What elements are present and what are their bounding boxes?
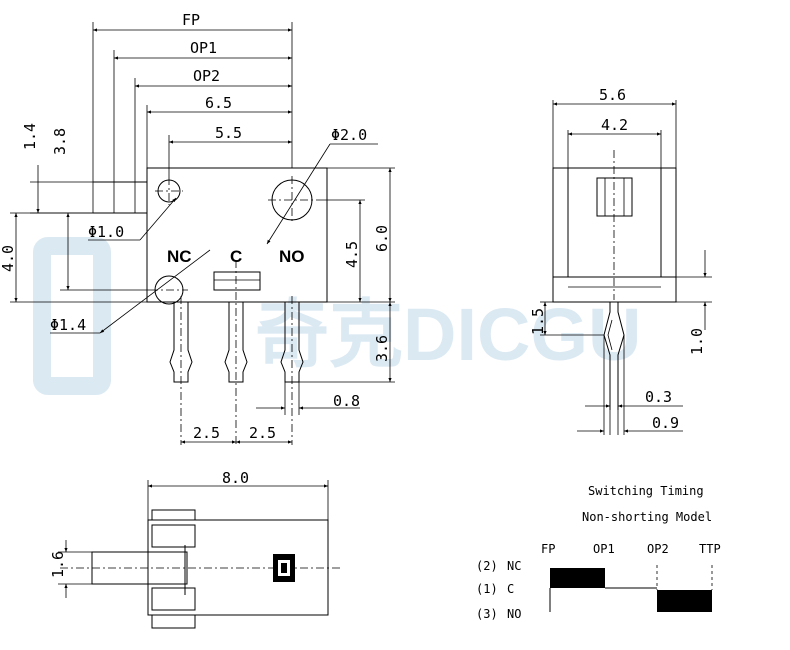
terminal-nc xyxy=(169,296,193,445)
terminal-c xyxy=(224,260,248,445)
pin-label-nc: NC xyxy=(167,247,192,266)
phi-1-0-label: Φ1.0 xyxy=(88,223,124,241)
dim-6-0-label: 6.0 xyxy=(373,225,391,252)
dim-0-9-label: 0.9 xyxy=(652,414,679,432)
watermark-text: 奇克DICGU xyxy=(255,293,641,376)
timing-row-num-no: (3) xyxy=(476,607,498,621)
terminal-no xyxy=(280,296,304,445)
dim-op2-label: OP2 xyxy=(193,67,220,85)
dim-4-2-label: 4.2 xyxy=(601,116,628,134)
timing-col-op2: OP2 xyxy=(647,542,669,556)
side-body-outline xyxy=(552,167,677,303)
dim-2-5b-label: 2.5 xyxy=(249,424,276,442)
dim-0-3-label: 0.3 xyxy=(645,388,672,406)
pin-label-c: C xyxy=(230,247,242,266)
phi-2-0-label: Φ2.0 xyxy=(331,126,367,144)
switching-timing: Switching Timing Non-shorting Model FP O… xyxy=(476,484,721,621)
dim-1-5-label: 1.5 xyxy=(529,308,547,335)
bottom-view: 8.0 1.6 xyxy=(49,469,340,629)
timing-col-ttp: TTP xyxy=(699,542,721,556)
timing-subtitle: Non-shorting Model xyxy=(582,510,712,524)
timing-col-op1: OP1 xyxy=(593,542,615,556)
dim-6-5-label: 6.5 xyxy=(205,94,232,112)
timing-bar-no xyxy=(657,590,712,612)
bottom-body-outline xyxy=(147,519,329,616)
dim-1-4-label: 1.4 xyxy=(21,123,39,150)
timing-title: Switching Timing xyxy=(588,484,704,498)
dim-4-0-label: 4.0 xyxy=(0,245,17,272)
dim-op1-label: OP1 xyxy=(190,39,217,57)
dim-5-6-label: 5.6 xyxy=(599,86,626,104)
dim-1-0-label: 1.0 xyxy=(688,328,706,355)
watermark-logo-icon xyxy=(33,237,111,395)
dim-2-5a-label: 2.5 xyxy=(193,424,220,442)
watermark: 奇克DICGU xyxy=(33,237,641,395)
timing-row-nc: NC xyxy=(507,559,521,573)
timing-row-num-nc: (2) xyxy=(476,559,498,573)
dim-3-6-label: 3.6 xyxy=(373,335,391,362)
dim-8-0-label: 8.0 xyxy=(222,469,249,487)
pin-label-no: NO xyxy=(279,247,305,266)
dim-5-5-label: 5.5 xyxy=(215,124,242,142)
timing-row-c: C xyxy=(507,582,514,596)
dim-fp-label: FP xyxy=(182,11,200,29)
side-view: 5.6 4.2 1.5 1.0 0.3 0.9 xyxy=(529,86,712,435)
front-view: NC C NO FP OP1 OP2 6.5 5.5 1.4 3.8 4.0 xyxy=(0,11,395,445)
dim-3-8-label: 3.8 xyxy=(51,128,69,155)
timing-row-no: NO xyxy=(507,607,521,621)
timing-bar-nc xyxy=(550,568,605,588)
timing-row-num-c: (1) xyxy=(476,582,498,596)
timing-col-fp: FP xyxy=(541,542,555,556)
dim-0-8-label: 0.8 xyxy=(333,392,360,410)
switch-body-outline xyxy=(146,167,328,303)
phi-1-4-label: Φ1.4 xyxy=(50,316,86,334)
dim-4-5-label: 4.5 xyxy=(343,241,361,268)
dim-1-6-label: 1.6 xyxy=(49,551,67,578)
